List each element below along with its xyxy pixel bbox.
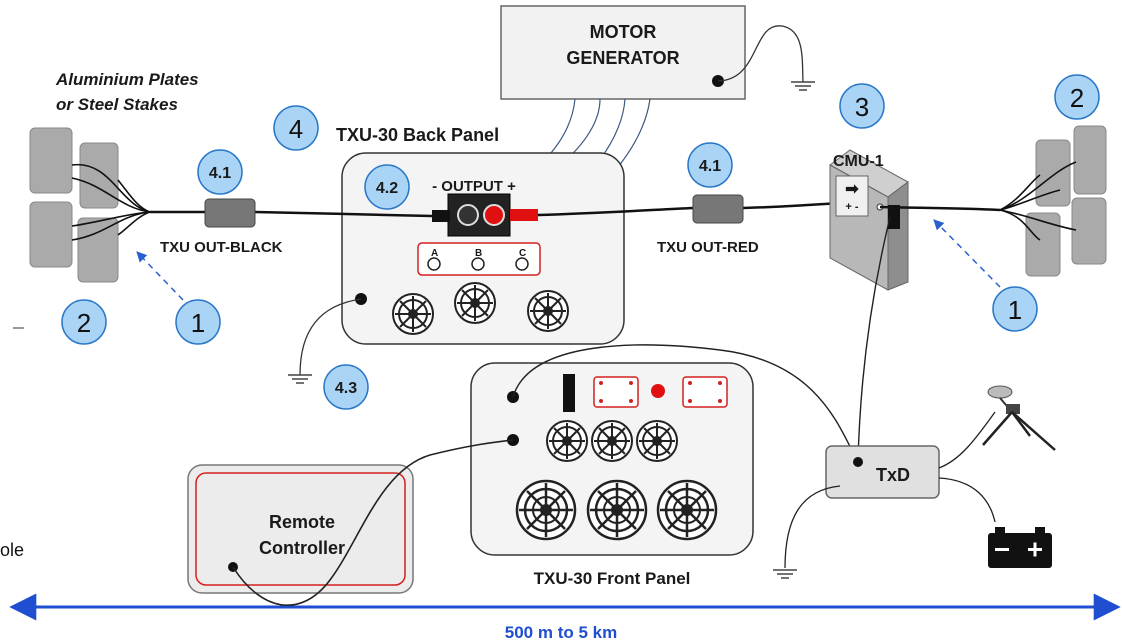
front-fan-2-icon xyxy=(591,420,633,462)
txd-label: TxD xyxy=(876,465,910,485)
left-electrodes xyxy=(29,127,119,283)
gps-cable xyxy=(938,411,996,469)
remote-label-1: Remote xyxy=(269,512,335,532)
front-fan-5-icon xyxy=(586,479,648,541)
remote-cable xyxy=(232,439,514,606)
back-panel-label: TXU-30 Back Panel xyxy=(336,125,499,145)
svg-text:3: 3 xyxy=(855,92,869,122)
svg-text:4.3: 4.3 xyxy=(335,380,357,397)
battery-icon xyxy=(988,527,1052,568)
svg-text:2: 2 xyxy=(77,308,91,338)
front-fan-6-icon xyxy=(656,479,718,541)
motor-label-1: MOTOR xyxy=(590,22,657,42)
phase-a-terminal xyxy=(427,257,441,271)
front-to-txd-wire xyxy=(512,344,859,463)
front-switch xyxy=(563,374,575,412)
svg-text:1: 1 xyxy=(191,308,205,338)
cmu-to-txd-wire xyxy=(857,216,891,463)
svg-text:4.2: 4.2 xyxy=(376,180,398,197)
callout-2-left: 2 xyxy=(61,299,107,345)
cmu-arrow-icon: ➡ xyxy=(845,181,859,198)
right-cable-connector xyxy=(692,194,744,224)
callout-3: 3 xyxy=(839,83,885,129)
ground-symbol-txd xyxy=(772,569,798,579)
txd-ground-wire xyxy=(784,485,841,569)
callout-4-1-right: 4.1 xyxy=(687,142,733,188)
motor-label-2: GENERATOR xyxy=(566,48,679,68)
cmu-display xyxy=(835,175,869,217)
txd-unit: TxD xyxy=(825,445,940,499)
back-fan-2-icon xyxy=(454,282,496,324)
pointer-right xyxy=(933,219,1001,288)
svg-text:1: 1 xyxy=(1008,295,1022,325)
cmu-polarity-icon: + - xyxy=(845,201,858,213)
electrodes-label-1: Aluminium Plates xyxy=(55,70,199,89)
electrodes-label-2: or Steel Stakes xyxy=(56,95,178,114)
front-indicator-light xyxy=(651,384,665,398)
txu30-front-panel xyxy=(470,362,754,556)
callout-4-1-left: 4.1 xyxy=(197,149,243,195)
callout-2-right: 2 xyxy=(1054,74,1100,120)
gps-antenna-icon xyxy=(982,385,1056,451)
cmu-to-electrodes-cable xyxy=(879,205,1001,212)
txu30-back-panel: - OUTPUT + A B C xyxy=(341,152,625,345)
distance-label: 500 m to 5 km xyxy=(505,623,617,642)
remote-label-2: Controller xyxy=(259,538,345,558)
ground-symbol-motor xyxy=(790,81,816,91)
svg-text:4.1: 4.1 xyxy=(209,165,231,182)
svg-text:2: 2 xyxy=(1070,83,1084,113)
callout-4-2: 4.2 xyxy=(364,164,410,210)
callout-1-left: 1 xyxy=(175,299,221,345)
callout-4-3: 4.3 xyxy=(323,364,369,410)
output-plus-terminal xyxy=(483,204,505,226)
output-minus-terminal xyxy=(457,204,479,226)
svg-text:4.1: 4.1 xyxy=(699,158,721,175)
phase-a-label: A xyxy=(431,248,438,259)
cmu-clamp xyxy=(888,205,900,229)
front-panel-label: TXU-30 Front Panel xyxy=(534,569,691,588)
phase-b-terminal xyxy=(471,257,485,271)
cmu-label: CMU-1 xyxy=(833,153,884,170)
edge-text-fragment: ole xyxy=(0,540,24,560)
motor-ground-wire xyxy=(717,25,804,83)
right-electrode-wires xyxy=(999,161,1077,241)
back-ground-wire xyxy=(299,298,362,376)
phase-b-label: B xyxy=(475,248,482,259)
back-fan-1-icon xyxy=(392,293,434,335)
pointer-left xyxy=(136,251,184,301)
front-fan-4-icon xyxy=(515,479,577,541)
output-label: - OUTPUT + xyxy=(432,178,516,195)
black-plug xyxy=(432,210,450,222)
black-output-cable xyxy=(150,210,433,218)
callout-4: 4 xyxy=(273,105,319,151)
phase-c-terminal xyxy=(515,257,529,271)
phase-c-label: C xyxy=(519,248,526,259)
front-fan-3-icon xyxy=(636,420,678,462)
front-connector-left xyxy=(593,376,639,408)
cmu-1-unit: ➡ + - xyxy=(829,149,909,291)
front-connector-right xyxy=(682,376,728,408)
out-black-label: TXU OUT-BLACK xyxy=(160,239,283,256)
right-electrodes xyxy=(1025,125,1107,277)
remote-controller: Remote Controller xyxy=(187,464,414,594)
back-fan-3-icon xyxy=(527,290,569,332)
svg-text:4: 4 xyxy=(289,114,303,144)
motor-generator: MOTOR GENERATOR xyxy=(500,5,746,100)
ground-symbol-back xyxy=(287,374,313,384)
battery-cable xyxy=(938,477,996,523)
left-electrode-wires xyxy=(71,164,151,241)
out-red-label: TXU OUT-RED xyxy=(657,239,759,256)
front-fan-1-icon xyxy=(546,420,588,462)
red-plug xyxy=(510,209,538,221)
left-cable-connector xyxy=(204,198,256,228)
callout-1-right: 1 xyxy=(992,286,1038,332)
txd-terminal xyxy=(853,457,863,467)
